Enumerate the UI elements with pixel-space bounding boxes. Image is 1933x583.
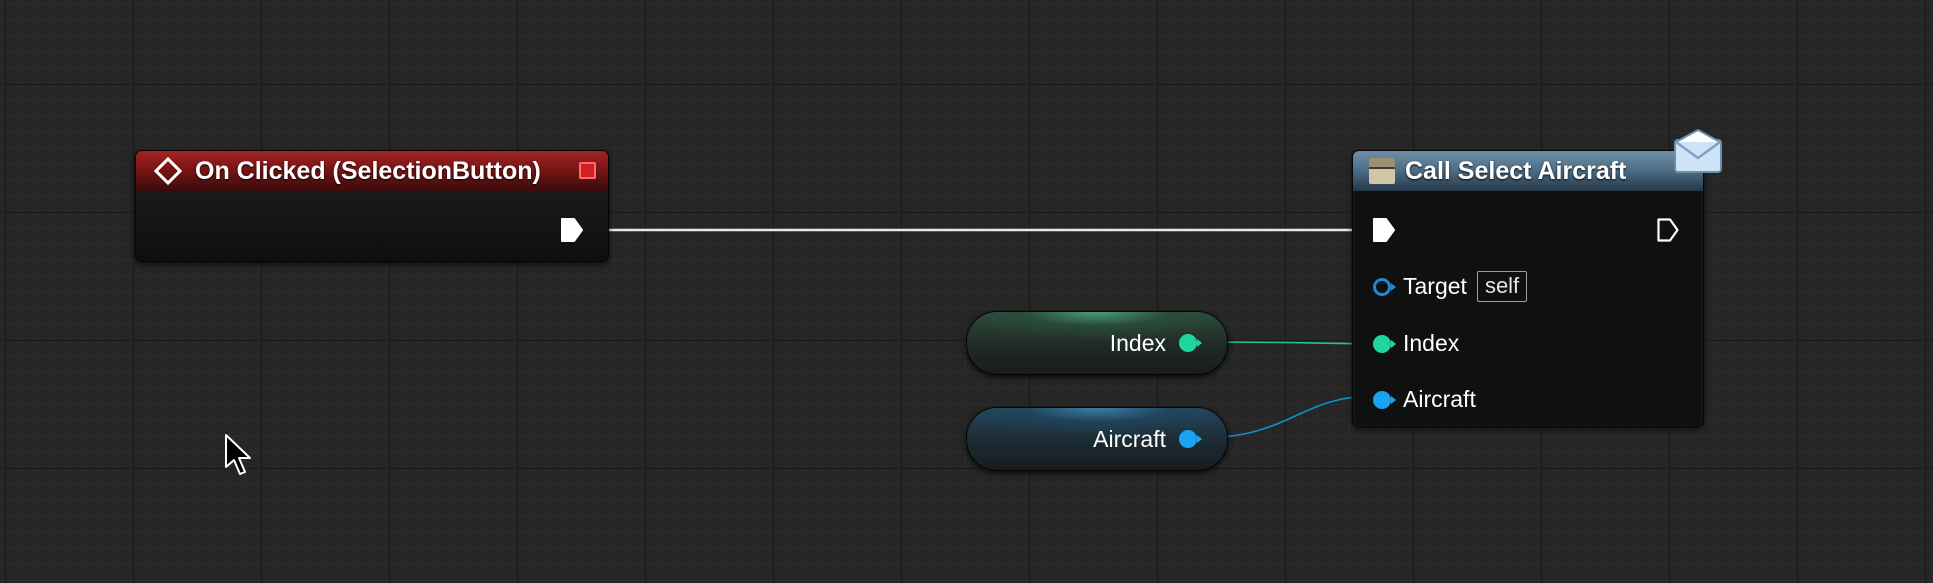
event-diamond-icon (153, 156, 183, 186)
index-pin-label: Index (1403, 330, 1460, 356)
index-integer-pin-icon[interactable] (1372, 334, 1397, 354)
index-variable-getter-node[interactable]: Index (966, 311, 1228, 375)
aircraft-variable-getter-node[interactable]: Aircraft (966, 407, 1228, 471)
call-exec-output-pin[interactable] (1656, 217, 1680, 243)
aircraft-wire[interactable] (1199, 395, 1375, 439)
mouse-cursor-icon (225, 434, 251, 475)
aircraft-variable-output-pin-icon[interactable] (1178, 429, 1203, 449)
event-node-on-clicked[interactable]: On Clicked (SelectionButton) (135, 150, 609, 262)
index-variable-label: Index (1109, 329, 1166, 356)
call-node-header[interactable]: Call Select Aircraft (1353, 151, 1703, 191)
aircraft-pin-label: Aircraft (1403, 386, 1476, 412)
index-wire[interactable] (1199, 341, 1375, 345)
aircraft-variable-label: Aircraft (1093, 425, 1166, 452)
function-icon (1369, 158, 1395, 184)
index-pin-row[interactable]: Index (1372, 330, 1459, 357)
target-default-value[interactable]: self (1476, 271, 1528, 302)
aircraft-pin-row[interactable]: Aircraft (1372, 386, 1476, 413)
event-node-title: On Clicked (SelectionButton) (195, 156, 541, 185)
exec-output-pin-icon[interactable] (560, 217, 584, 243)
target-object-pin-icon[interactable] (1372, 277, 1397, 297)
target-pin-row[interactable]: Target self (1372, 271, 1528, 302)
event-node-body (136, 191, 608, 261)
target-pin-label: Target (1403, 273, 1467, 299)
index-variable-output-pin-icon[interactable] (1178, 333, 1203, 353)
stop-icon (579, 162, 596, 179)
call-select-aircraft-node[interactable]: Call Select Aircraft (1352, 150, 1704, 427)
call-node-title: Call Select Aircraft (1405, 156, 1627, 185)
exec-input-pin-icon[interactable] (1372, 217, 1396, 243)
envelope-icon (1674, 129, 1722, 173)
event-node-header[interactable]: On Clicked (SelectionButton) (136, 151, 608, 191)
exec-output-pin-icon[interactable] (1656, 217, 1680, 243)
aircraft-struct-pin-icon[interactable] (1372, 390, 1397, 410)
event-exec-output-pin[interactable] (560, 217, 584, 243)
call-exec-input-pin[interactable] (1372, 217, 1396, 243)
